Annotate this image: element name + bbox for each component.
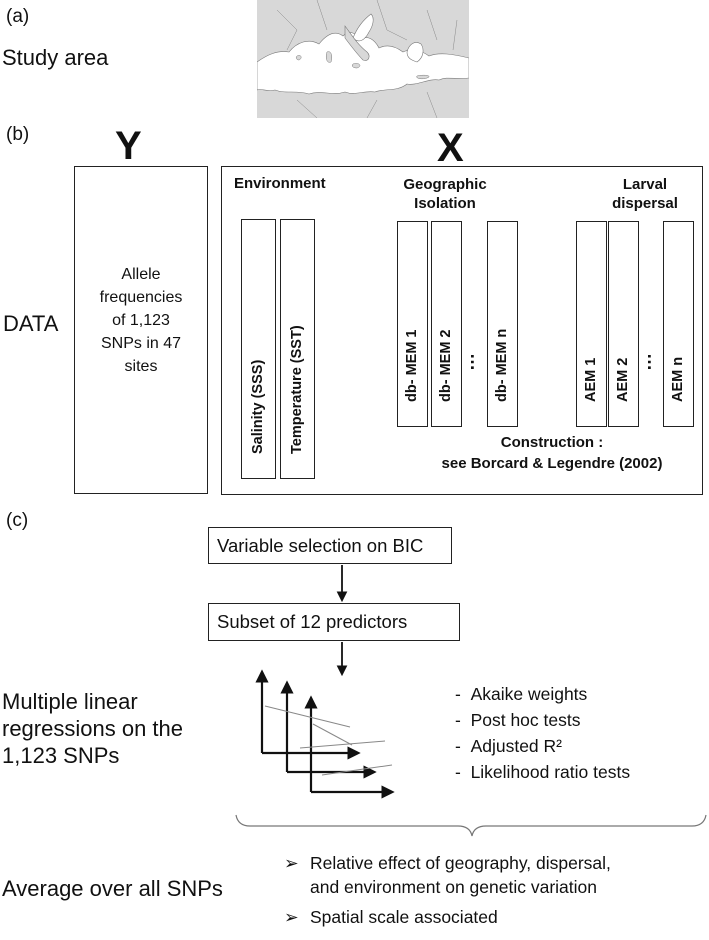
larval-ellipsis: … (644, 353, 664, 371)
aem-1-label: AEM 1 (582, 357, 599, 402)
environment-title: Environment (234, 175, 326, 192)
geographic-title-line: Geographic (403, 176, 487, 193)
y-letter: Y (115, 124, 142, 168)
list-item: - Post hoc tests (455, 710, 581, 730)
y-data-box: Allele frequencies of 1,123 SNPs in 47 s… (74, 166, 208, 494)
salinity-bar: Salinity (SSS) (241, 219, 276, 479)
salinity-label: Salinity (SSS) (249, 359, 266, 454)
outcome-line: Spatial scale associated (310, 907, 498, 927)
y-box-line: frequencies (99, 289, 183, 306)
temperature-bar: Temperature (SST) (280, 219, 315, 479)
construction-note: Construction : see Borcard & Legendre (2… (402, 432, 702, 474)
regression-label-line: 1,123 SNPs (2, 743, 120, 768)
x-letter: X (437, 126, 464, 170)
average-label: Average over all SNPs (2, 876, 223, 901)
larval-title-line: Larval (622, 176, 668, 193)
db-mem-n-label: db- MEM n (493, 328, 510, 402)
construction-line: see Borcard & Legendre (2002) (441, 455, 663, 472)
outcome-item: ➢ Relative effect of geography, dispersa… (284, 851, 611, 899)
panel-b-tag: (b) (6, 124, 30, 145)
outcomes-list: ➢ Relative effect of geography, dispersa… (284, 851, 611, 929)
aem-2-bar: AEM 2 (608, 221, 639, 427)
variable-selection-box: Variable selection on BIC (208, 527, 452, 564)
y-box-line: of 1,123 (112, 312, 170, 329)
larval-title-line: dispersal (612, 195, 678, 212)
y-box-line: sites (124, 358, 158, 375)
mediterranean-map (257, 0, 469, 118)
geographic-title: Geographic Isolation (390, 175, 500, 213)
outcome-line: Relative effect of geography, dispersal, (310, 853, 611, 873)
list-item: - Adjusted R² (455, 736, 562, 756)
y-box-text: Allele frequencies of 1,123 SNPs in 47 s… (75, 263, 207, 378)
x-data-box: Environment Salinity (SSS) Temperature (… (221, 166, 703, 495)
db-mem-2-label: db- MEM 2 (437, 329, 454, 403)
panel-c-tag: (c) (6, 510, 29, 531)
temperature-label: Temperature (SST) (288, 325, 305, 454)
aem-n-bar: AEM n (663, 221, 694, 427)
regression-label-line: regressions on the (2, 716, 183, 741)
regression-plots-icon (255, 669, 395, 799)
study-area-label: Study area (2, 45, 109, 70)
construction-line: Construction : (500, 434, 604, 451)
outcome-line: and environment on genetic variation (310, 877, 597, 897)
geographic-ellipsis: … (467, 353, 487, 371)
regression-label: Multiple linear regressions on the 1,123… (2, 688, 183, 769)
db-mem-1-label: db- MEM 1 (403, 329, 420, 403)
aem-2-label: AEM 2 (614, 357, 631, 402)
panel-a-tag: (a) (6, 6, 30, 27)
regression-label-line: Multiple linear (2, 689, 138, 714)
aem-n-label: AEM n (669, 356, 686, 402)
data-label: DATA (3, 311, 59, 336)
y-box-line: SNPs in 47 (100, 335, 182, 352)
summary-brace (235, 814, 707, 837)
db-mem-2-bar: db- MEM 2 (431, 221, 462, 427)
db-mem-1-bar: db- MEM 1 (397, 221, 428, 427)
outcome-item: ➢ Spatial scale associated (284, 905, 611, 929)
list-item: - Likelihood ratio tests (455, 762, 631, 782)
regression-lines (264, 705, 393, 776)
regression-outputs-list: - Akaike weights - Post hoc tests - Adju… (455, 681, 630, 785)
larval-title: Larval dispersal (600, 175, 690, 213)
aem-1-bar: AEM 1 (576, 221, 607, 427)
arrow-bullet-icon: ➢ (284, 907, 299, 927)
predictor-subset-box: Subset of 12 predictors (208, 603, 460, 641)
list-item: - Akaike weights (455, 684, 588, 704)
arrow-bullet-icon: ➢ (284, 853, 299, 873)
y-box-line: Allele (121, 266, 161, 283)
db-mem-n-bar: db- MEM n (487, 221, 518, 427)
geographic-title-line: Isolation (414, 195, 476, 212)
